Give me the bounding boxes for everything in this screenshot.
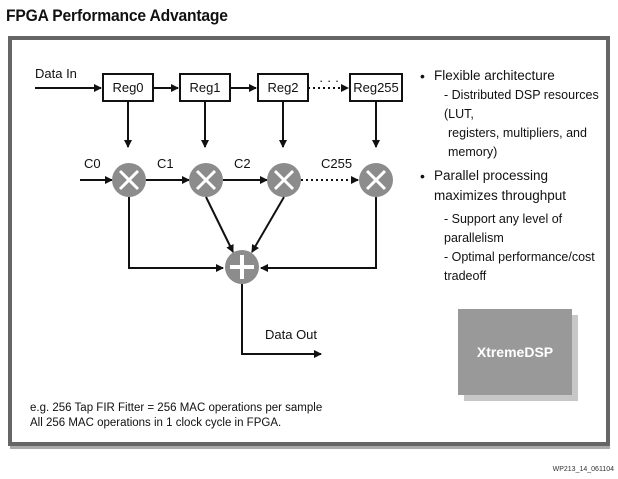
reg1-label: Reg1 (189, 80, 220, 95)
figure-id: WP213_14_061104 (552, 466, 614, 473)
page-title: FPGA Performance Advantage (6, 6, 228, 25)
frame-bottom-edge (10, 446, 610, 449)
coef-c0: C0 (84, 156, 101, 171)
data-in-label: Data In (35, 66, 77, 81)
xtremedsp-badge: XtremeDSP (458, 309, 572, 395)
sub-bullet: registers, multipliers, and memory) (448, 126, 587, 159)
bullet-list: • Flexible architecture - Distributed DS… (420, 66, 615, 286)
bullet-icon: • (420, 168, 425, 184)
data-out-label: Data Out (265, 327, 317, 342)
multiplier-icon (267, 163, 301, 197)
register-reg2: Reg2 (257, 73, 309, 102)
slide-frame (8, 36, 610, 446)
coef-c2: C2 (234, 156, 251, 171)
reg0-label: Reg0 (112, 80, 143, 95)
mult-to-adder-arrow (205, 196, 234, 253)
bullet-text: Flexible architecture (434, 68, 555, 83)
bullet-flexible: • Flexible architecture (420, 66, 615, 86)
sub-bullet: - Distributed DSP resources (LUT, (444, 88, 599, 121)
data-out-arrow (241, 284, 322, 358)
sub-bullet: - Optimal performance/cost tradeoff (444, 250, 595, 283)
note-line-2: All 256 MAC operations in 1 clock cycle … (30, 417, 282, 429)
mult-to-adder-arrow (260, 197, 377, 272)
multiplier-icon (112, 163, 146, 197)
mult-to-adder-arrow (251, 196, 285, 253)
bullet-icon: • (420, 68, 425, 84)
reg2-label: Reg2 (267, 80, 298, 95)
badge-label: XtremeDSP (476, 344, 554, 360)
example-note: e.g. 256 Tap FIR Fitter = 256 MAC operat… (30, 401, 322, 431)
note-line-1: e.g. 256 Tap FIR Fitter = 256 MAC operat… (30, 402, 323, 414)
frame-edge (606, 36, 610, 446)
mult-to-adder-arrow (128, 197, 224, 272)
adder-icon (225, 250, 259, 284)
bullet-text: Parallel processing maximizes throughput (434, 168, 567, 203)
dots-top: · · · (319, 73, 339, 88)
coef-c1: C1 (157, 156, 174, 171)
multiplier-icon (359, 163, 393, 197)
coef-c255: C255 (321, 156, 352, 171)
register-reg0: Reg0 (102, 73, 154, 102)
bullet-parallel: • Parallel processing maximizes throughp… (420, 166, 615, 206)
multiplier-icon (189, 163, 223, 197)
sub-bullet: - Support any level of parallelism (444, 212, 563, 245)
reg255-label: Reg255 (353, 80, 399, 95)
register-reg1: Reg1 (179, 73, 231, 102)
register-reg255: Reg255 (349, 73, 403, 102)
